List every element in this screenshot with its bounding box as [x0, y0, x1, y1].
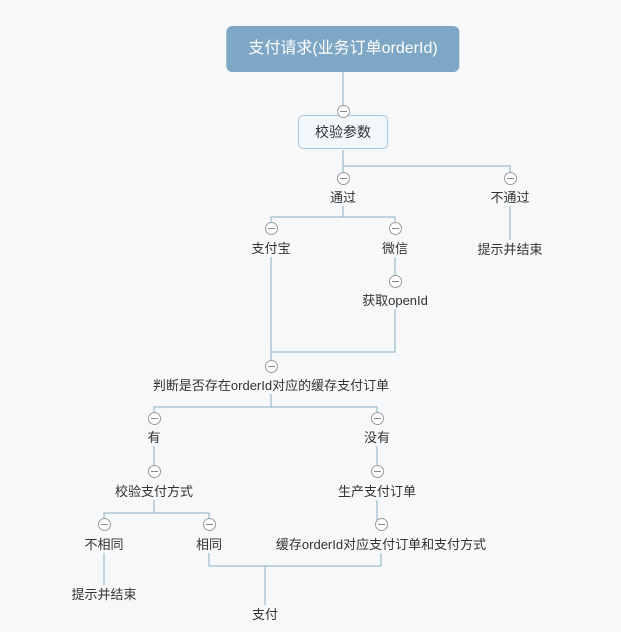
- toggle-pass[interactable]: [336, 171, 350, 185]
- node-validate-params[interactable]: 校验参数: [298, 115, 388, 149]
- node-root[interactable]: 支付请求(业务订单orderId): [226, 26, 460, 72]
- edge-merge-to-check: [270, 257, 396, 366]
- edge-merge-to-pay: [208, 553, 382, 605]
- node-fail-end[interactable]: 提示并结束: [477, 241, 543, 257]
- node-create-order[interactable]: 生产支付订单: [337, 483, 417, 499]
- toggle-not-same[interactable]: [97, 517, 111, 531]
- toggle-fail[interactable]: [503, 171, 517, 185]
- node-wechat[interactable]: 微信: [381, 240, 409, 256]
- toggle-cache-order[interactable]: [374, 517, 388, 531]
- node-not-same[interactable]: 不相同: [84, 536, 124, 552]
- toggle-same[interactable]: [202, 517, 216, 531]
- edge-check-to-branch: [153, 394, 378, 418]
- toggle-check-cache[interactable]: [264, 359, 278, 373]
- node-cache-order[interactable]: 缓存orderId对应支付订单和支付方式: [275, 536, 487, 552]
- node-verify-paytype[interactable]: 校验支付方式: [114, 483, 194, 499]
- node-alipay[interactable]: 支付宝: [251, 240, 291, 256]
- node-not-same-end[interactable]: 提示并结束: [71, 586, 137, 602]
- toggle-get-openid[interactable]: [388, 274, 402, 288]
- node-has[interactable]: 有: [147, 429, 161, 445]
- node-none[interactable]: 没有: [363, 429, 391, 445]
- node-pass[interactable]: 通过: [329, 189, 357, 205]
- toggle-wechat[interactable]: [388, 221, 402, 235]
- node-get-openid[interactable]: 获取openId: [362, 292, 428, 308]
- toggle-none[interactable]: [370, 411, 384, 425]
- node-check-cache[interactable]: 判断是否存在orderId对应的缓存支付订单: [152, 377, 390, 393]
- edge-validate-to-branch: [342, 150, 511, 178]
- toggle-validate-params[interactable]: [336, 104, 350, 118]
- node-pay[interactable]: 支付: [251, 606, 279, 622]
- toggle-alipay[interactable]: [264, 221, 278, 235]
- toggle-verify-paytype[interactable]: [147, 464, 161, 478]
- toggle-create-order[interactable]: [370, 464, 384, 478]
- edge-pass-to-branch: [270, 206, 396, 228]
- node-fail[interactable]: 不通过: [490, 189, 530, 205]
- node-same[interactable]: 相同: [195, 536, 223, 552]
- toggle-has[interactable]: [147, 411, 161, 425]
- edge-verify-to-branch: [103, 500, 210, 524]
